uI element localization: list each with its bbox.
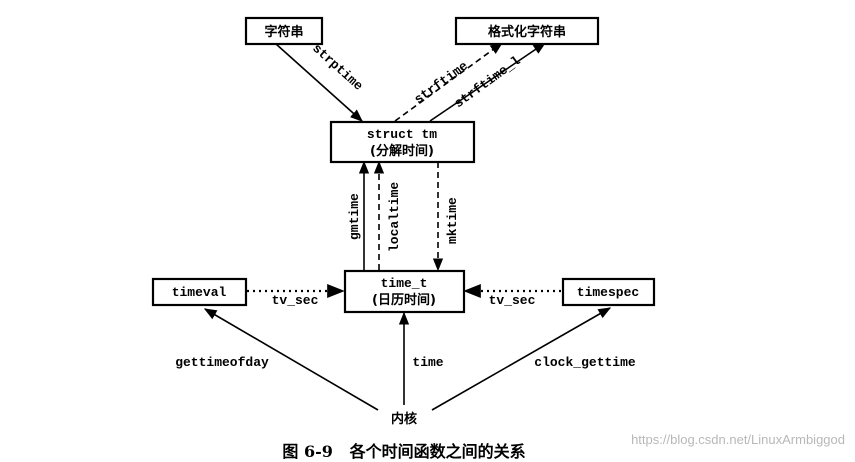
mktime-label: mktime xyxy=(445,197,460,244)
time-label: time xyxy=(412,355,443,370)
timespec-label: timespec xyxy=(577,285,640,300)
tv-sec-left-label: tv_sec xyxy=(272,293,319,308)
tv-sec-right-label: tv_sec xyxy=(489,293,536,308)
string-label: 字符串 xyxy=(264,24,303,40)
time-t-label: time_t xyxy=(381,276,428,291)
gmtime-label: gmtime xyxy=(347,193,362,240)
string-box xyxy=(244,16,324,46)
gettimeofday-label: gettimeofday xyxy=(175,355,269,370)
kernel-label: 内核 xyxy=(391,411,417,427)
localtime-label: localtime xyxy=(387,182,402,252)
timespec-box xyxy=(561,277,656,307)
time-t-box xyxy=(343,269,466,314)
timeval-box xyxy=(151,277,248,307)
strftime-l-arrow xyxy=(429,42,547,122)
strptime-arrow xyxy=(275,43,363,122)
clock-gettime-label: clock_gettime xyxy=(534,355,636,370)
figure-caption: 图 6-9 各个时间函数之间的关系 xyxy=(282,442,525,461)
time-t-sublabel: (日历时间) xyxy=(372,292,436,308)
clock-gettime-arrow xyxy=(431,307,612,411)
formatted-string-box xyxy=(454,16,600,46)
strptime-label: strptime xyxy=(309,41,366,94)
struct-tm-box xyxy=(329,120,476,164)
watermark: https://blog.csdn.net/LinuxArmbiggod xyxy=(631,432,845,447)
struct-tm-sublabel: (分解时间) xyxy=(370,143,434,159)
struct-tm-label: struct tm xyxy=(367,127,437,142)
timeval-label: timeval xyxy=(172,285,227,300)
formatted-string-label: 格式化字符串 xyxy=(488,24,566,40)
strftime-arrow xyxy=(394,42,504,122)
gettimeofday-arrow xyxy=(203,308,379,411)
